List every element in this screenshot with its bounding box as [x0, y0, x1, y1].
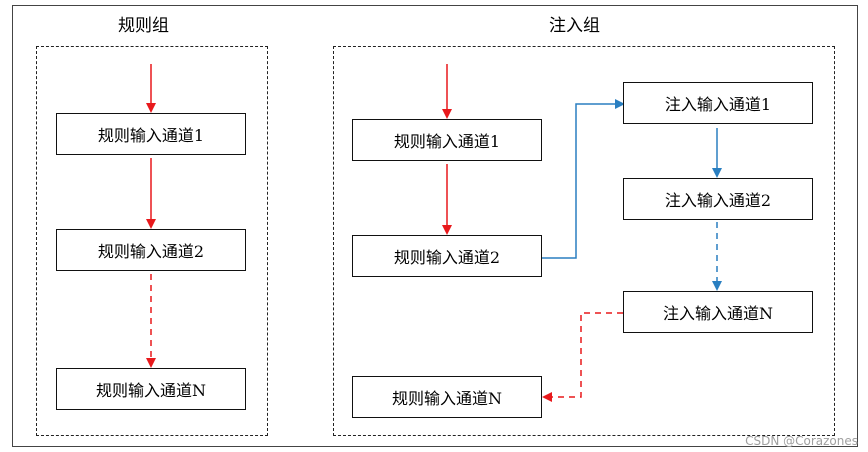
mix-regular-channel-2-box: 规则输入通道2 [352, 235, 542, 277]
regular-group-box [36, 46, 268, 436]
injected-channel-1-box: 注入输入通道1 [623, 82, 813, 124]
mix-regular-channel-1-box: 规则输入通道1 [352, 119, 542, 161]
regular-channel-n-box: 规则输入通道N [56, 368, 246, 410]
mix-regular-channel-n-box: 规则输入通道N [352, 376, 542, 418]
injected-channel-n-box: 注入输入通道N [623, 291, 813, 333]
regular-channel-2-box: 规则输入通道2 [56, 229, 246, 271]
watermark: CSDN @Corazones [745, 434, 858, 448]
injected-group-title: 注入组 [549, 16, 600, 36]
injected-channel-2-box: 注入输入通道2 [623, 178, 813, 220]
regular-channel-1-box: 规则输入通道1 [56, 113, 246, 155]
diagram-frame [12, 5, 858, 447]
regular-group-title: 规则组 [118, 16, 169, 36]
injected-group-box [333, 46, 835, 436]
